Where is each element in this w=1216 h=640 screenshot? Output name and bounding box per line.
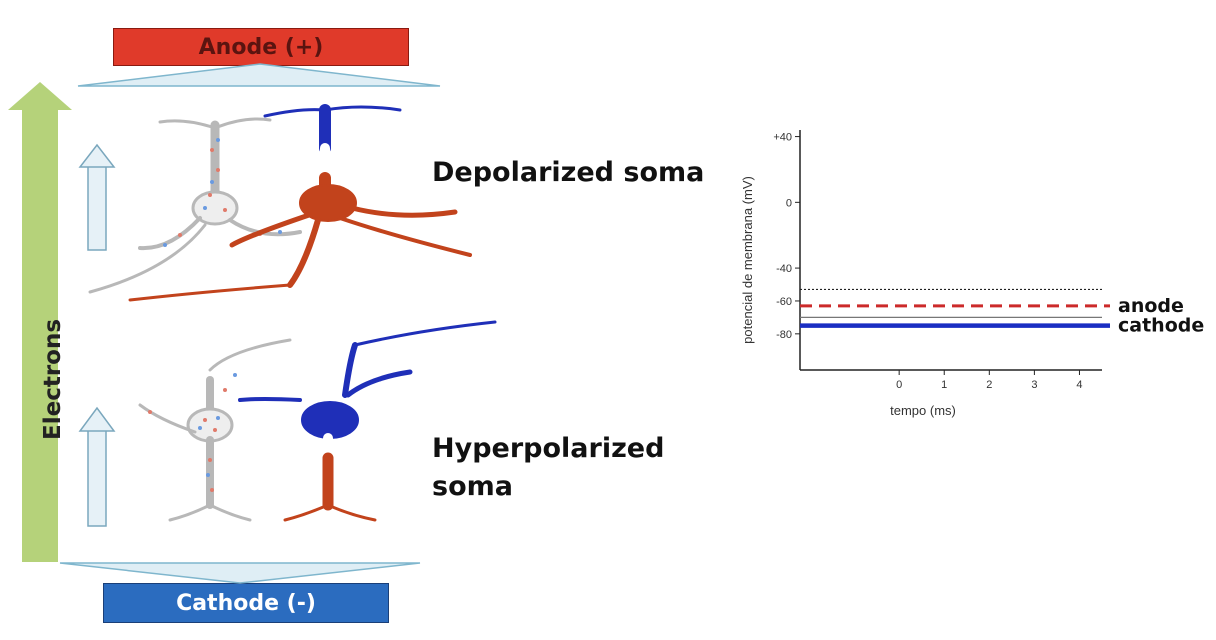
hyperpolarized-colored-neuron: [238, 320, 497, 522]
y-axis-label: potencial de membrana (mV): [740, 176, 755, 344]
chart-axes: +40 0 -40 -60 -80 0 1 2 3 4: [773, 130, 1102, 391]
neuron-illustration: [8, 63, 497, 584]
gray-neuron-charges-bottom-blue: [198, 373, 237, 477]
x-tick-label: 3: [1031, 379, 1037, 391]
cathode-field-plate: [59, 562, 421, 584]
anode-label: Anode (+): [198, 34, 324, 60]
depolarized-colored-neuron: [128, 104, 472, 302]
electrons-label: Electrons: [40, 318, 66, 440]
series-label-cathode: cathode: [1118, 315, 1204, 337]
x-tick-label: 4: [1076, 379, 1082, 391]
depolarized-gray-neuron: [88, 117, 302, 294]
x-tick-label: 2: [986, 379, 992, 391]
y-tick-label: 0: [786, 197, 792, 209]
hyperpolarized-soma-label-line2: soma: [432, 471, 513, 502]
anode-field-plate: [77, 63, 441, 87]
y-tick-label: -40: [776, 263, 792, 275]
y-tick-label: -60: [776, 296, 792, 308]
hyperpolarized-soma-label-line1: Hyperpolarized: [432, 433, 665, 464]
cathode-electrode: Cathode (-): [103, 583, 389, 623]
cathode-label: Cathode (-): [176, 590, 316, 616]
x-tick-label: 0: [896, 379, 902, 391]
x-axis-label: tempo (ms): [890, 403, 956, 418]
small-up-arrow-top: [78, 143, 116, 251]
gray-neuron-charges-bottom: [148, 388, 227, 492]
anode-electrode: Anode (+): [113, 28, 409, 66]
hyperpolarized-gray-neuron: [138, 338, 292, 522]
series-label-anode: anode: [1118, 295, 1184, 317]
depolarized-soma-label: Depolarized soma: [432, 157, 705, 188]
y-tick-label: +40: [773, 132, 792, 144]
x-tick-label: 1: [941, 379, 947, 391]
small-up-arrow-bottom: [78, 406, 116, 527]
electron-flow-arrow: [8, 82, 72, 562]
y-tick-label: -80: [776, 329, 792, 341]
gray-neuron-charges-top-blue: [163, 138, 282, 247]
chart-series: [800, 288, 1110, 328]
membrane-potential-chart: potencial de membrana (mV) tempo (ms) +4…: [740, 130, 1204, 418]
